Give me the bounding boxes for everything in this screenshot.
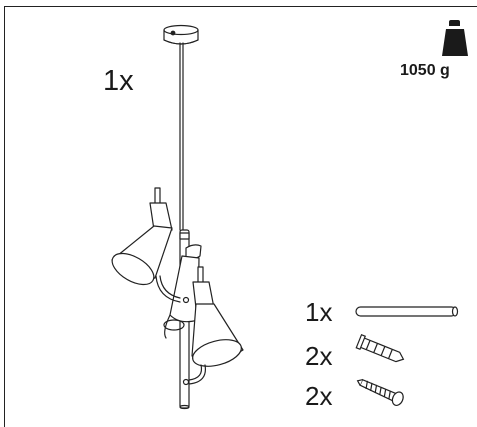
rod-icon <box>355 306 459 317</box>
screw-icon <box>356 378 404 407</box>
part-quantity-rod: 1x <box>305 297 333 327</box>
weight-icon <box>442 20 468 56</box>
main-item-quantity: 1x <box>103 65 134 97</box>
page-frame <box>4 6 477 427</box>
part-quantity-screw: 2x <box>305 381 333 411</box>
pendant-lamp-illustration <box>111 24 244 410</box>
part-quantity-wall-plug: 2x <box>305 341 333 371</box>
wall-plug-icon <box>355 333 405 363</box>
weight-value: 1050 g <box>400 62 450 79</box>
